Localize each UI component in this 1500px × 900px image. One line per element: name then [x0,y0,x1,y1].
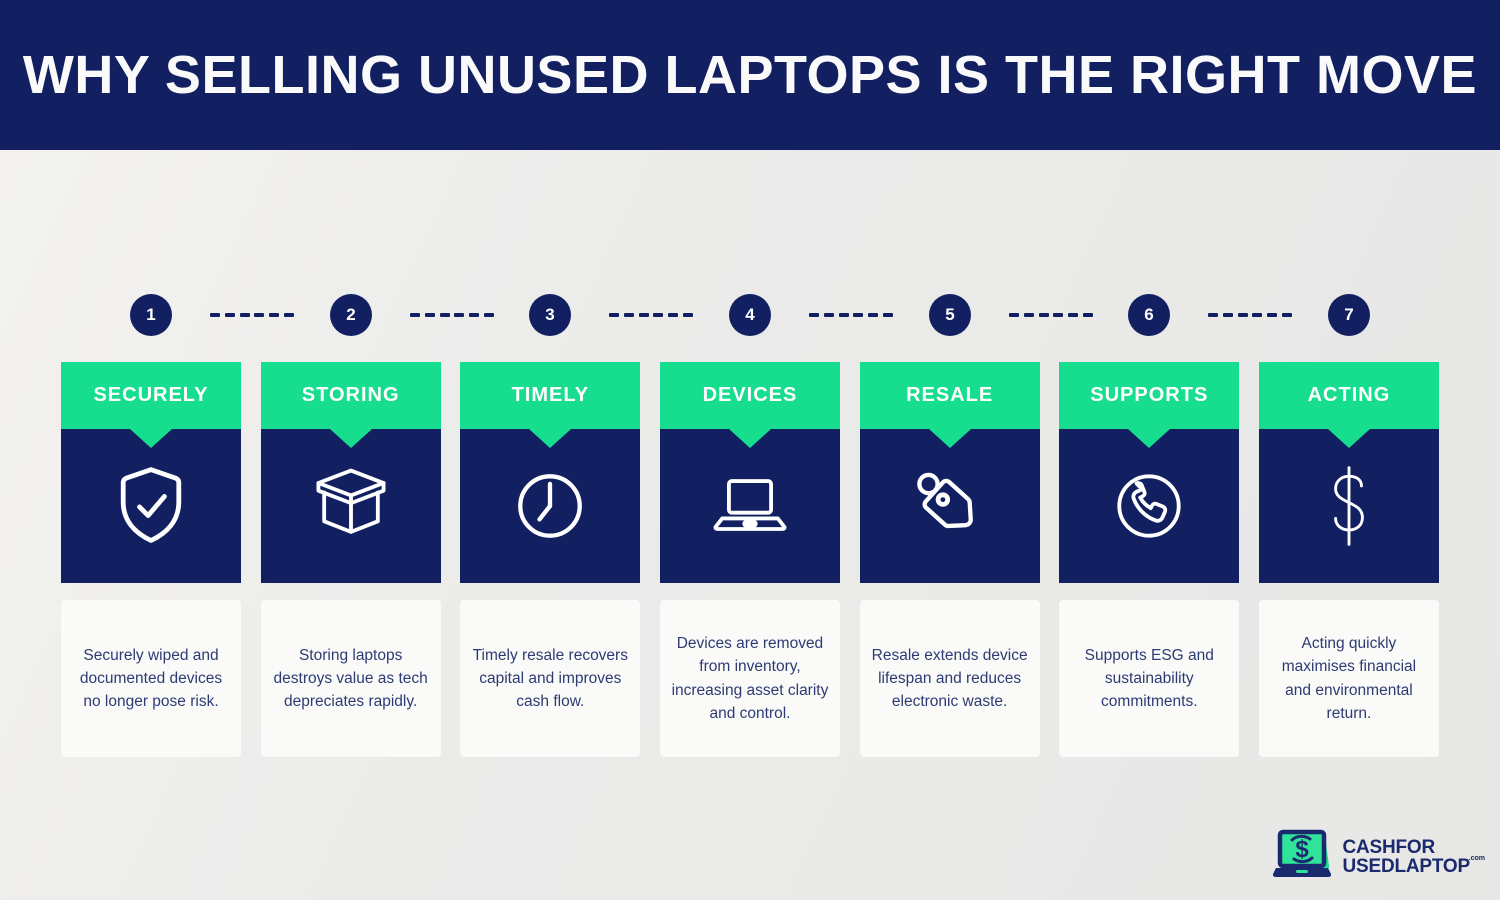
laptop-dollar-logo-icon: $ [1272,828,1334,887]
description-card: Timely resale recovers capital and impro… [460,600,641,757]
step-icon-box [1258,429,1439,583]
step-number-row: 1 2 3 4 5 6 7 [61,294,1439,336]
step-header: ACTING [1258,362,1439,429]
header-notch [329,429,372,448]
step-icon-box [260,429,441,583]
step-column-devices: DEVICES [659,362,840,583]
header-notch [728,429,771,448]
step-header: SECURELY [61,362,241,429]
step-header-label: RESALE [906,384,994,406]
header-notch [1128,429,1171,448]
step-header: DEVICES [659,362,840,429]
step-number-4: 4 [729,294,771,336]
step-description: Storing laptops destroys value as tech d… [273,646,428,711]
connector-dashes [809,313,893,317]
step-column-storing: STORING [260,362,441,583]
step-icon-box [1059,429,1240,583]
brand-name-line2: USEDLAPTOP [1342,855,1470,877]
phone-icon [1103,460,1195,552]
step-icon-box [859,429,1040,583]
description-cards: Securely wiped and documented devices no… [61,600,1439,757]
step-header-label: SUPPORTS [1090,384,1209,406]
price-tag-icon [904,460,996,552]
shield-check-icon [105,460,197,552]
header-notch [928,429,971,448]
step-columns: SECURELY STORING [61,362,1439,583]
svg-text:$: $ [1296,836,1310,863]
step-number-3: 3 [529,294,571,336]
description-card: Resale extends device lifespan and reduc… [859,600,1040,757]
step-number-5: 5 [929,294,971,336]
description-card: Supports ESG and sustainability commitme… [1059,600,1240,757]
step-number-6: 6 [1128,294,1170,336]
header-notch [529,429,572,448]
step-header: SUPPORTS [1059,362,1240,429]
step-number-7: 7 [1328,294,1370,336]
step-header: TIMELY [460,362,641,429]
description-card: Securely wiped and documented devices no… [61,600,241,757]
connector-dashes [1208,313,1292,317]
description-card: Acting quickly maximises financial and e… [1258,600,1439,757]
storage-box-icon [305,460,397,552]
step-column-resale: RESALE [859,362,1040,583]
step-icon-box [460,429,641,583]
description-card: Devices are removed from inventory, incr… [659,600,840,757]
header-notch [1327,429,1370,448]
step-number-2: 2 [330,294,372,336]
step-column-acting: ACTING [1258,362,1439,583]
step-header: RESALE [859,362,1040,429]
dollar-icon [1303,460,1395,552]
step-header-label: ACTING [1307,384,1391,406]
step-icon-box [61,429,241,583]
connector-dashes [410,313,494,317]
step-description: Resale extends device lifespan and reduc… [871,646,1028,711]
connector-dashes [609,313,693,317]
header-notch [130,429,172,448]
step-header-label: TIMELY [511,384,590,406]
step-column-timely: TIMELY [460,362,641,583]
title-banner: WHY SELLING UNUSED LAPTOPS IS THE RIGHT … [0,0,1500,150]
step-description: Securely wiped and documented devices no… [79,646,223,711]
brand-logo-text: CASHFOR USEDLAPTOP .com [1342,836,1485,877]
brand-name-line1: CASHFOR [1342,836,1436,858]
step-column-supports: SUPPORTS [1059,362,1240,583]
step-icon-box [659,429,840,583]
step-number-1: 1 [130,294,172,336]
brand-logo: $ CASHFOR USEDLAPTOP .com [1272,828,1485,887]
connector-dashes [1009,313,1093,317]
step-description: Acting quickly maximises financial and e… [1281,635,1417,722]
clock-icon [504,460,596,552]
brand-domain-suffix: .com [1468,854,1485,862]
step-description: Supports ESG and sustainability commitme… [1084,646,1214,711]
step-header-label: DEVICES [702,384,798,406]
step-header-label: STORING [301,384,400,406]
connector-dashes [210,313,294,317]
step-description: Devices are removed from inventory, incr… [671,635,829,722]
step-header-label: SECURELY [93,384,209,406]
page-title: WHY SELLING UNUSED LAPTOPS IS THE RIGHT … [22,45,1478,105]
step-header: STORING [260,362,441,429]
step-description: Timely resale recovers capital and impro… [472,646,628,711]
laptop-icon [704,460,796,552]
step-column-securely: SECURELY [61,362,241,583]
description-card: Storing laptops destroys value as tech d… [260,600,441,757]
